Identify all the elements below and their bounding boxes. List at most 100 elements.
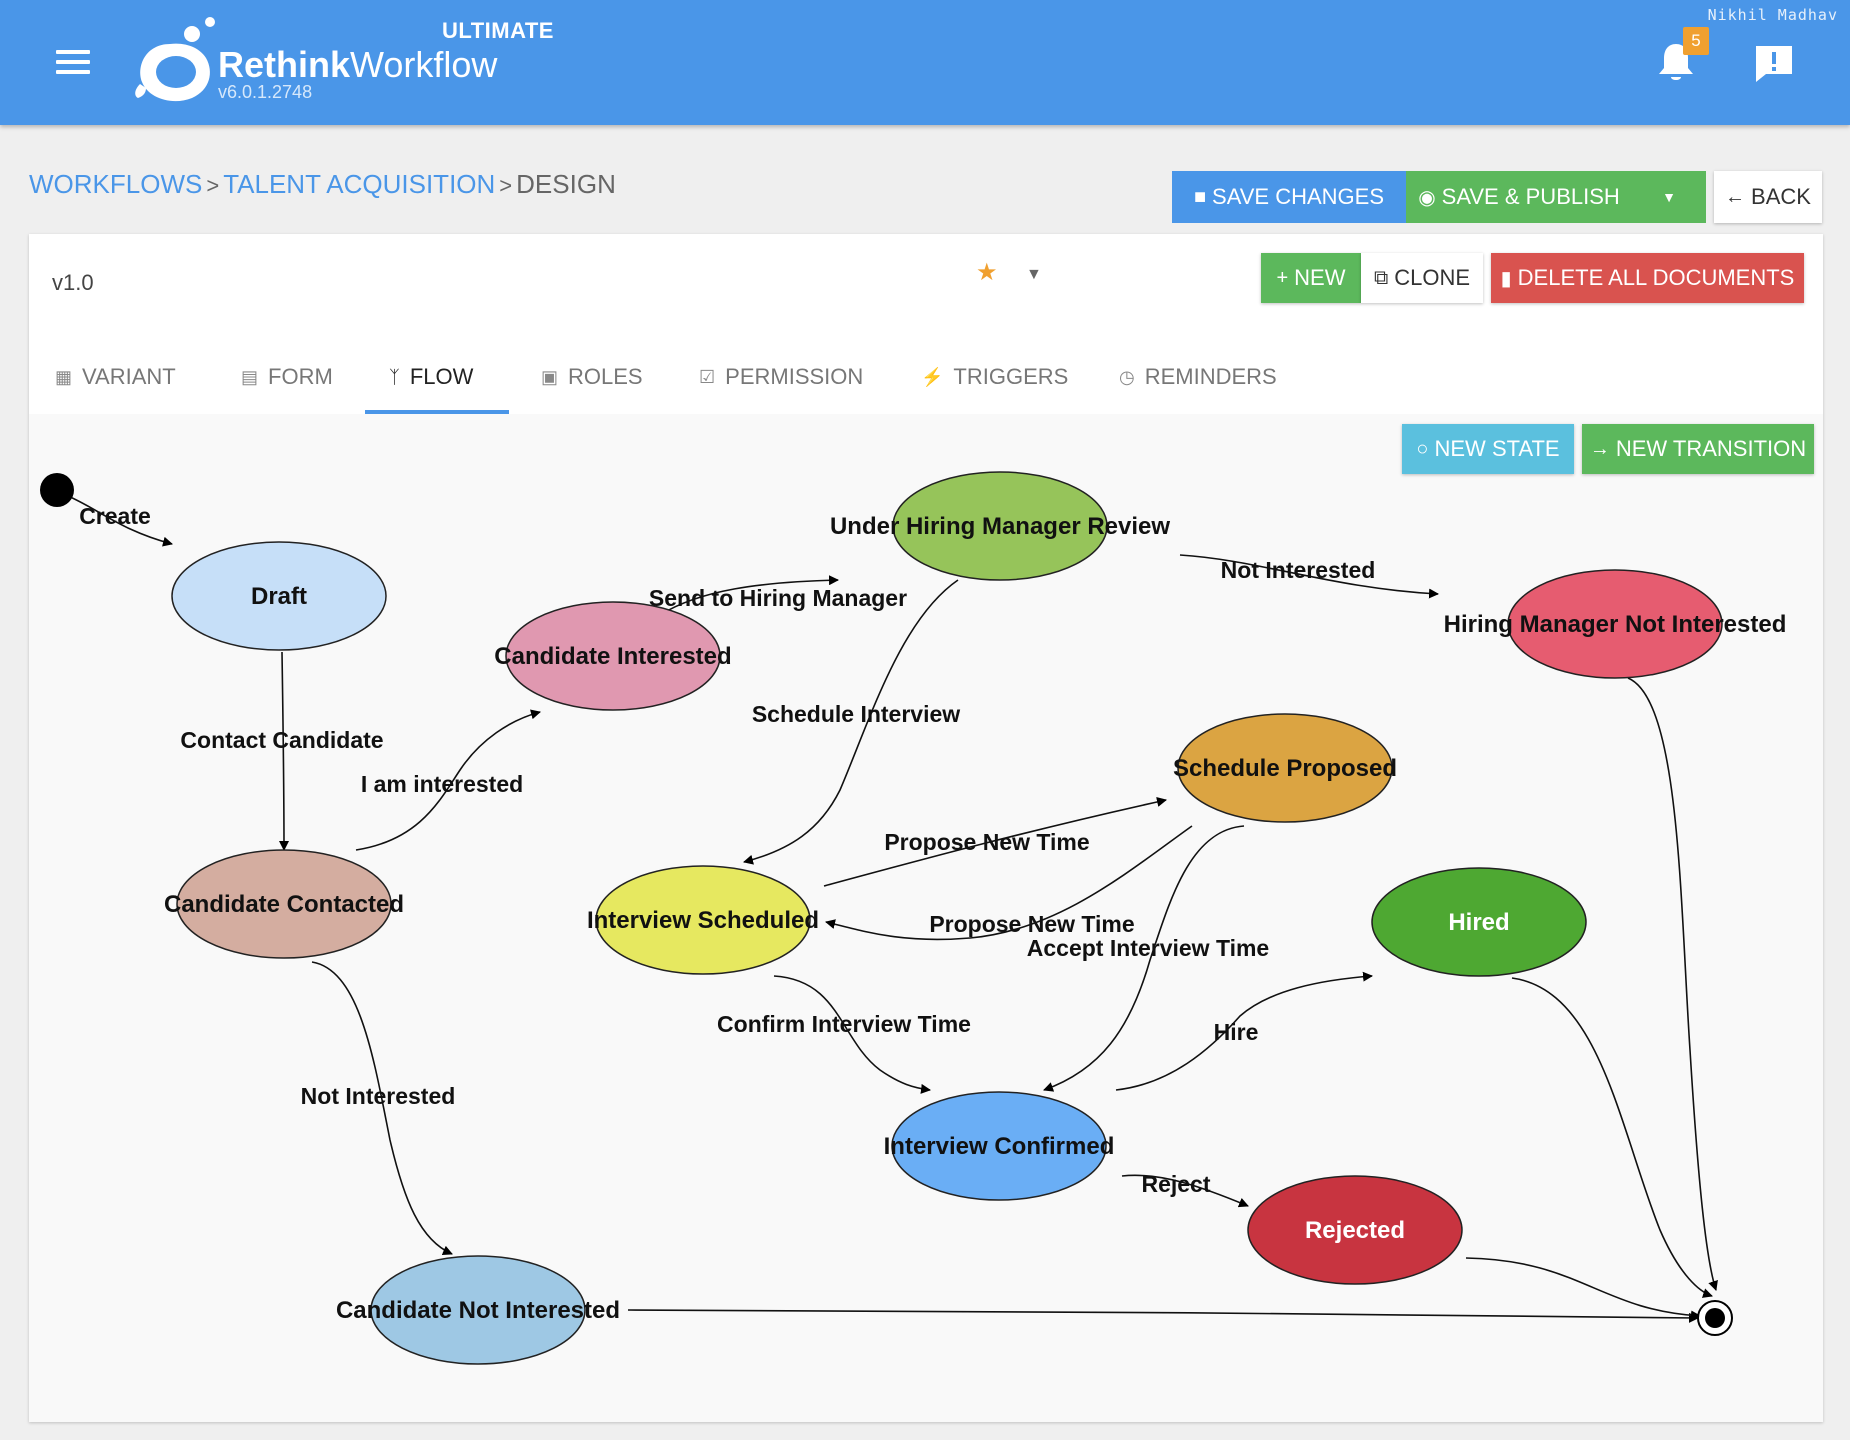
arrow-right-icon: → bbox=[1589, 437, 1610, 460]
state-candidate-not-interested[interactable] bbox=[370, 1255, 586, 1365]
state-label: Under Hiring Manager Review bbox=[830, 513, 1170, 540]
user-name[interactable]: Nikhil Madhav bbox=[1707, 6, 1838, 24]
shield-check-icon: ☑ bbox=[699, 366, 716, 387]
clone-button[interactable]: ⧉CLONE bbox=[1361, 253, 1483, 303]
tab-variant[interactable]: ▦VARIANT bbox=[55, 364, 176, 389]
state-label: Draft bbox=[251, 583, 307, 610]
app-header: RethinkWorkflow ULTIMATE v6.0.1.2748 Nik… bbox=[0, 0, 1850, 125]
state-interview-scheduled[interactable] bbox=[595, 865, 811, 975]
breadcrumb-workflows[interactable]: WORKFLOWS bbox=[29, 169, 203, 199]
trash-icon: ▮ bbox=[1500, 267, 1512, 290]
form-icon: ▤ bbox=[241, 366, 259, 387]
edge-to-end-4 bbox=[1627, 677, 1718, 1291]
state-label: Hired bbox=[1448, 909, 1509, 936]
state-rejected[interactable] bbox=[1247, 1175, 1463, 1285]
start-node bbox=[40, 473, 74, 507]
eye-icon: ◉ bbox=[1418, 186, 1436, 209]
tab-roles[interactable]: ▣ROLES bbox=[541, 364, 643, 389]
caret-down-icon: ▼ bbox=[1662, 189, 1676, 205]
edge-to-end-3 bbox=[1511, 977, 1713, 1298]
transition-label: Confirm Interview Time bbox=[717, 1011, 971, 1037]
save-changes-button[interactable]: ■SAVE CHANGES bbox=[1172, 171, 1406, 223]
state-interview-confirmed[interactable] bbox=[891, 1091, 1107, 1201]
tab-reminders[interactable]: ◷REMINDERS bbox=[1119, 364, 1277, 389]
edition-label: ULTIMATE bbox=[442, 18, 554, 43]
state-label: Schedule Proposed bbox=[1173, 755, 1397, 782]
state-label: Candidate Contacted bbox=[164, 891, 404, 918]
star-icon[interactable]: ★ bbox=[976, 259, 998, 286]
flow-icon: ᛉ bbox=[389, 366, 400, 387]
transition-label: Propose New Time bbox=[929, 911, 1134, 937]
badge-icon: ▣ bbox=[541, 366, 559, 387]
edge-reject bbox=[1121, 1174, 1249, 1208]
back-button[interactable]: ←BACK bbox=[1714, 171, 1822, 223]
state-label: Hiring Manager Not Interested bbox=[1444, 611, 1787, 638]
tab-form[interactable]: ▤FORM bbox=[241, 364, 333, 389]
transition-label: Contact Candidate bbox=[180, 727, 383, 753]
circle-icon: ○ bbox=[1416, 437, 1429, 460]
edge-send-to-hiring-manager bbox=[659, 575, 839, 616]
state-label: Candidate Interested bbox=[494, 643, 731, 670]
breadcrumb-talent-acquisition[interactable]: TALENT ACQUISITION bbox=[223, 169, 496, 199]
new-state-button[interactable]: ○NEW STATE bbox=[1402, 424, 1574, 474]
tab-triggers[interactable]: ⚡TRIGGERS bbox=[921, 364, 1069, 389]
publish-options-dropdown[interactable]: ▼ bbox=[1632, 171, 1706, 223]
transition-label: Schedule Interview bbox=[752, 701, 960, 727]
state-under-hiring-manager-review[interactable] bbox=[892, 471, 1108, 581]
plus-icon: + bbox=[1276, 266, 1289, 289]
edge-accept-interview-time bbox=[1043, 825, 1245, 1092]
film-icon: ▦ bbox=[55, 366, 73, 387]
floppy-disk-icon: ■ bbox=[1193, 185, 1207, 208]
version-label: v1.0 bbox=[52, 270, 94, 295]
breadcrumb-separator: > bbox=[206, 173, 220, 198]
alarm-clock-icon: ◷ bbox=[1119, 366, 1135, 387]
transition-label: Send to Hiring Manager bbox=[649, 585, 907, 611]
state-candidate-interested[interactable] bbox=[505, 601, 721, 711]
edge-not-interested-hm bbox=[1179, 554, 1439, 599]
active-tab-indicator bbox=[365, 410, 509, 414]
edge-contact-candidate bbox=[278, 651, 289, 851]
lightning-icon: ⚡ bbox=[921, 366, 944, 387]
transition-label: Propose New Time bbox=[884, 829, 1089, 855]
menu-icon[interactable] bbox=[56, 50, 90, 74]
state-label: Rejected bbox=[1305, 1217, 1405, 1244]
arrow-left-icon: ← bbox=[1725, 185, 1746, 208]
state-candidate-contacted[interactable] bbox=[176, 849, 392, 959]
state-schedule-proposed[interactable] bbox=[1177, 713, 1393, 823]
state-label: Candidate Not Interested bbox=[336, 1297, 620, 1324]
edge-to-end-2 bbox=[1465, 1257, 1701, 1321]
transition-label: I am interested bbox=[361, 771, 523, 797]
transition-label: Reject bbox=[1141, 1171, 1210, 1197]
tab-permission[interactable]: ☑PERMISSION bbox=[699, 364, 864, 389]
edge-not-interested-candidate bbox=[311, 961, 453, 1255]
state-hired[interactable] bbox=[1371, 867, 1587, 977]
end-node-core bbox=[1705, 1308, 1725, 1328]
transition-label: Create bbox=[79, 503, 151, 529]
transition-label: Hire bbox=[1214, 1019, 1259, 1045]
breadcrumb-design: DESIGN bbox=[516, 169, 616, 199]
breadcrumb-separator: > bbox=[499, 173, 513, 198]
version-dropdown-caret-icon[interactable]: ▼ bbox=[1026, 266, 1042, 283]
feedback-icon[interactable] bbox=[1754, 44, 1794, 84]
edge-confirm-interview-time bbox=[773, 975, 931, 1094]
state-draft[interactable] bbox=[171, 541, 387, 651]
save-publish-button[interactable]: ◉SAVE & PUBLISH bbox=[1406, 171, 1632, 223]
brand-name: RethinkWorkflow bbox=[218, 44, 498, 85]
state-label: Interview Confirmed bbox=[884, 1133, 1115, 1160]
delete-all-documents-button[interactable]: ▮DELETE ALL DOCUMENTS bbox=[1491, 253, 1804, 303]
edge-schedule-interview bbox=[743, 579, 959, 865]
state-hiring-manager-not-interested[interactable] bbox=[1507, 569, 1723, 679]
notification-count-badge: 5 bbox=[1683, 27, 1709, 55]
edge-propose-new-time-1 bbox=[823, 797, 1167, 887]
copy-icon: ⧉ bbox=[1373, 266, 1389, 289]
app-version: v6.0.1.2748 bbox=[218, 82, 313, 102]
new-transition-button[interactable]: →NEW TRANSITION bbox=[1582, 424, 1814, 474]
transition-label: Not Interested bbox=[301, 1083, 456, 1109]
new-version-button[interactable]: +NEW bbox=[1261, 253, 1361, 303]
rethink-logo bbox=[135, 17, 215, 102]
transition-label: Accept Interview Time bbox=[1027, 935, 1269, 961]
edge-i-am-interested bbox=[355, 709, 541, 851]
